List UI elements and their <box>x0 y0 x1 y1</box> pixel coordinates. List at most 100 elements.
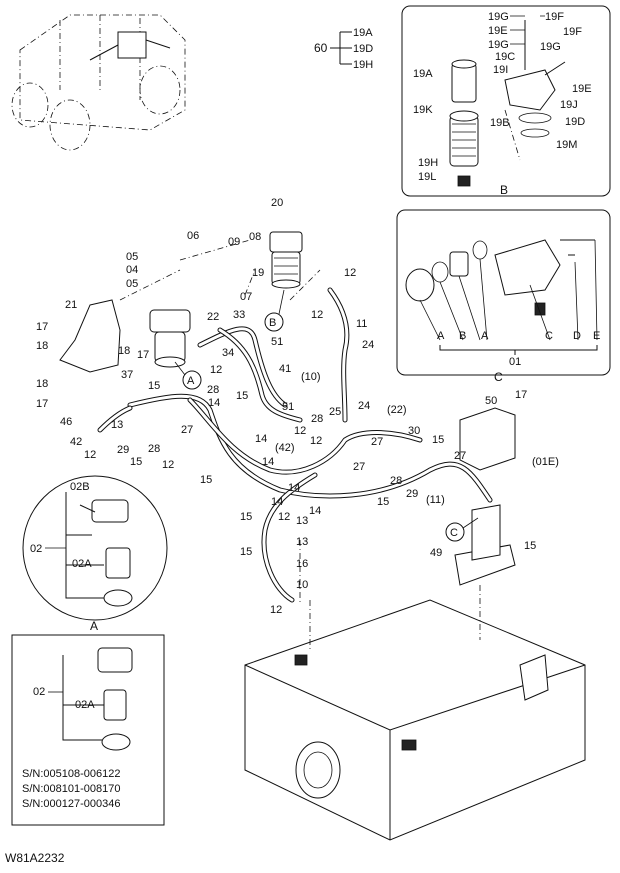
detail-c-letter: C <box>545 330 553 342</box>
part-label: 17 <box>36 398 48 410</box>
serial-line: S/N:008101-008170 <box>22 783 120 795</box>
view-callouts: A B C <box>174 289 479 542</box>
kit-number: 60 <box>314 41 328 55</box>
detail-b-label: 19G <box>488 11 509 23</box>
detail-a-label: 02B <box>70 481 90 493</box>
part-label: 14 <box>271 496 283 508</box>
part-label: 12 <box>344 267 356 279</box>
part-label: 11 <box>356 318 367 330</box>
part-label: 12 <box>84 449 96 461</box>
part-label: 13 <box>111 419 123 431</box>
part-label: 28 <box>311 413 323 425</box>
part-label: 42 <box>70 436 82 448</box>
part-label: 12 <box>162 459 174 471</box>
part-label: 51 <box>282 401 294 413</box>
detail-b-label: 19M <box>556 139 577 151</box>
part-label: 15 <box>377 496 389 508</box>
detail-b-label: 19A <box>413 68 433 80</box>
part-label: (22) <box>387 404 407 416</box>
part-label: 18 <box>36 378 48 390</box>
part-label: 13 <box>296 536 308 548</box>
detail-b-label: 19G <box>488 39 509 51</box>
part-label: 14 <box>208 397 220 409</box>
detail-a-label: 02A <box>72 558 92 570</box>
part-label: 15 <box>240 546 252 558</box>
part-label: 20 <box>271 197 283 209</box>
part-label: 15 <box>240 511 252 523</box>
callout-b: B <box>269 317 276 329</box>
part-label: 19 <box>252 267 264 279</box>
part-label: 24 <box>362 339 374 351</box>
main-assembly <box>59 231 586 841</box>
callout-a: A <box>187 375 195 387</box>
part-label: 28 <box>390 475 402 487</box>
detail-b-label: 19I <box>493 64 508 76</box>
part-label: 33 <box>233 309 245 321</box>
kit-item: 19D <box>353 43 373 55</box>
part-label: 27 <box>371 436 383 448</box>
detail-b-label: 19L <box>418 171 436 183</box>
part-label: 15 <box>432 434 444 446</box>
part-label: 12 <box>270 604 282 616</box>
detail-b-label: 19B <box>490 117 510 129</box>
part-label: 15 <box>524 540 536 552</box>
detail-b-label: 19D <box>565 116 585 128</box>
part-label: 27 <box>353 461 365 473</box>
detail-b-title: B <box>500 183 508 197</box>
kit-item: 19H <box>353 59 373 71</box>
part-label: 12 <box>311 309 323 321</box>
machine-overview <box>11 14 186 151</box>
part-label: 09 <box>228 236 240 248</box>
hose-routing <box>97 287 493 603</box>
part-label: (01E) <box>532 456 559 468</box>
detail-c-box: A B A C D E 01 C <box>396 209 611 384</box>
part-label: 14 <box>288 482 300 494</box>
part-label: 15 <box>236 390 248 402</box>
part-label: 17 <box>137 349 149 361</box>
part-label: 12 <box>278 511 290 523</box>
part-label: 14 <box>309 505 321 517</box>
part-label: 18 <box>118 345 130 357</box>
part-label: 28 <box>207 384 219 396</box>
part-label: (10) <box>301 371 321 383</box>
detail-b-box: 19G 19F 19E 19G 19G 19F 19C 19I 19A 19E … <box>401 5 611 197</box>
detail-b-label: 19G <box>540 41 561 53</box>
detail-b-label: 19H <box>418 157 438 169</box>
part-label: 34 <box>222 347 234 359</box>
alt-label: 02A <box>75 699 95 711</box>
part-label: 15 <box>130 456 142 468</box>
detail-b-label: 19E <box>572 83 592 95</box>
part-label: 51 <box>271 336 283 348</box>
part-label: 46 <box>60 416 72 428</box>
detail-c-letter: D <box>573 330 581 342</box>
detail-b-label: 19K <box>413 104 433 116</box>
part-label: 18 <box>36 340 48 352</box>
detail-a-title: A <box>90 619 98 633</box>
detail-b-label: 19E <box>488 25 508 37</box>
part-label: 16 <box>296 558 308 570</box>
detail-c-group: 01 <box>509 356 521 368</box>
drawing-code: W81A2232 <box>5 851 65 865</box>
part-label: 05 <box>126 251 138 263</box>
part-label: 29 <box>406 488 418 500</box>
detail-c-letter: E <box>593 330 600 342</box>
part-label: 14 <box>262 456 274 468</box>
part-label: 37 <box>121 369 133 381</box>
part-label: 15 <box>200 474 212 486</box>
part-label: 04 <box>126 264 138 276</box>
detail-a-circle: 02B 02 02A A <box>22 475 168 633</box>
part-label: 12 <box>294 425 306 437</box>
part-label: 27 <box>454 450 466 462</box>
kit-item: 19A <box>353 27 373 39</box>
detail-c-letter: A <box>437 330 445 342</box>
part-label: 12 <box>310 435 322 447</box>
part-label: (42) <box>275 442 295 454</box>
part-label: 29 <box>117 444 129 456</box>
part-labels: 20 08 09 06 05 04 05 07 19 12 12 21 17 1… <box>36 197 559 616</box>
part-label: 24 <box>358 400 370 412</box>
part-label: 22 <box>207 311 219 323</box>
part-label: 50 <box>485 395 497 407</box>
part-label: 21 <box>65 299 77 311</box>
part-label: 25 <box>329 406 341 418</box>
detail-b-label: 19C <box>495 51 515 63</box>
